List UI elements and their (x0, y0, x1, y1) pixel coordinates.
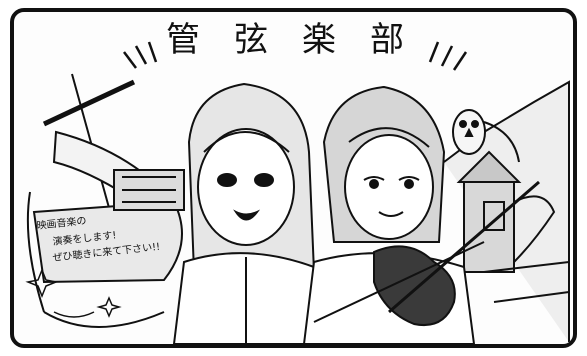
right-girl-drawing (302, 85, 476, 344)
sparkle-decorations (25, 267, 122, 318)
title-char-2: 弦 (234, 20, 268, 60)
panel-frame: 管 弦 楽 部 映画音楽の 演奏をします! ぜひ聴きに来て下さい!! (10, 8, 577, 348)
title-char-4: 部 (370, 20, 404, 60)
title-char-1: 管 (166, 20, 200, 60)
owl-drawing (452, 109, 520, 163)
orchestra-club-illustration (25, 41, 570, 344)
violin-drawing (313, 180, 540, 326)
title-emphasis-lines (123, 41, 468, 71)
sailing-ship-drawing (26, 73, 185, 328)
left-girl-drawing (172, 82, 321, 344)
title-char-3: 楽 (302, 20, 336, 60)
